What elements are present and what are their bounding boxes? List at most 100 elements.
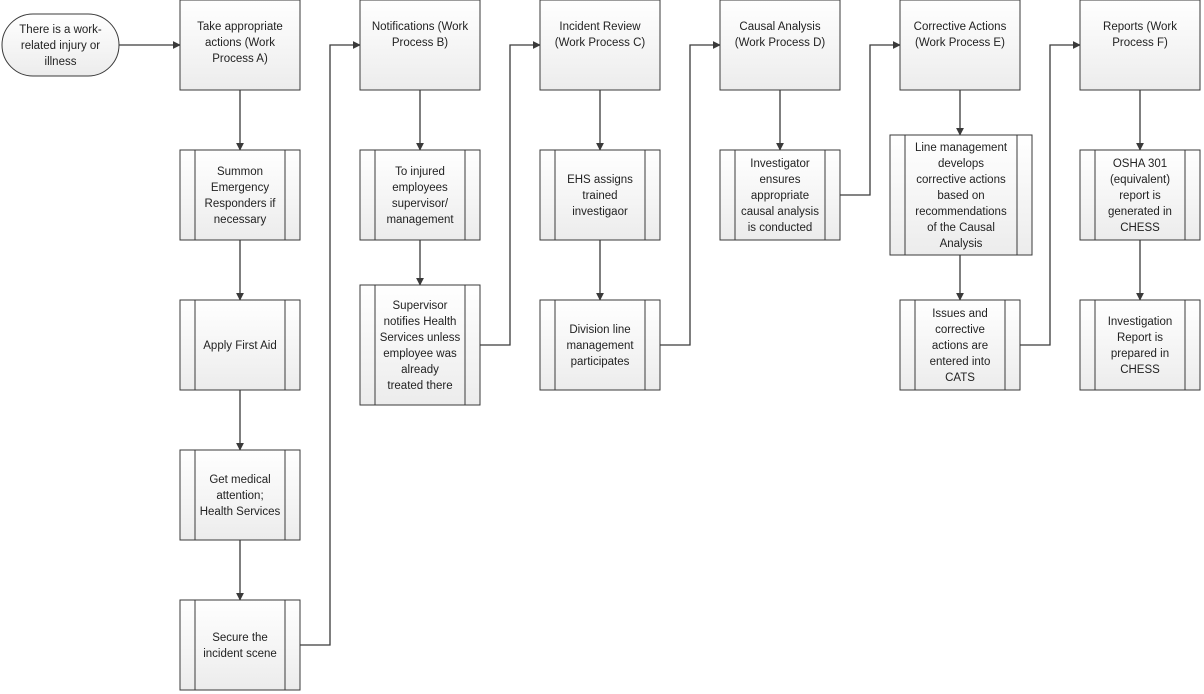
node-label-line: Line management — [915, 142, 1008, 154]
node-label-line: develops — [938, 158, 984, 170]
node-label-line: is conducted — [748, 222, 813, 234]
process-shape — [359, 149, 481, 241]
node-label-line: notifies Health — [384, 316, 457, 328]
node-label-line: of the Causal — [927, 222, 995, 234]
node-label-line: Apply First Aid — [203, 340, 277, 352]
process-shape — [179, 449, 301, 541]
node-label-line: CHESS — [1120, 222, 1160, 234]
node-label-line: Process B) — [392, 37, 448, 49]
node-label-line: investigaor — [572, 206, 628, 218]
node-label-line: employees — [392, 182, 448, 194]
node-label-line: Get medical — [209, 474, 270, 486]
process-shape — [1079, 149, 1201, 241]
terminator-shape — [1, 13, 120, 77]
node-e1: Line management develops corrective action… — [889, 134, 1033, 256]
process-shape — [359, 0, 481, 91]
node-label-line: Process A) — [212, 53, 268, 65]
node-label-line: prepared in — [1111, 348, 1169, 360]
arrow-b2-to-c0 — [480, 41, 541, 346]
node-label-line: management — [566, 340, 634, 352]
process-shape — [539, 149, 661, 241]
process-shape — [179, 149, 301, 241]
node-label-line: Incident Review — [559, 21, 641, 33]
node-label-line: causal analysis — [741, 206, 819, 218]
node-label-line: based on — [937, 190, 984, 202]
node-label-line: already — [401, 364, 439, 376]
node-label-line: generated in — [1108, 206, 1172, 218]
process-shape — [179, 0, 301, 91]
node-label-line: necessary — [214, 214, 267, 226]
node-label-line: Investigator — [750, 158, 810, 170]
process-shape — [539, 0, 661, 91]
node-label-line: report is — [1119, 190, 1161, 202]
node-label-line: treated there — [387, 380, 452, 392]
node-c0: Incident Review(Work Process C) — [539, 0, 661, 91]
node-label-line: Causal Analysis — [739, 21, 820, 33]
node-label-line: appropriate — [751, 190, 809, 202]
node-label-line: incident scene — [203, 648, 277, 660]
node-label-line: ensures — [760, 174, 801, 186]
node-label-line: Services unless — [380, 332, 461, 344]
process-shape — [179, 299, 301, 391]
node-a4: Secure the incident scene — [179, 599, 301, 691]
node-label-line: Secure the — [212, 632, 268, 644]
node-label-line: Issues and — [932, 308, 988, 320]
node-label-line: (Work Process D) — [735, 37, 826, 49]
arrow-d1-to-e0 — [840, 41, 901, 196]
node-label-line: EHS assigns — [567, 174, 633, 186]
process-shape — [719, 149, 841, 241]
node-label-line: Reports (Work — [1103, 21, 1177, 33]
node-label-line: corrective — [935, 324, 985, 336]
node-label-line: Responders if — [205, 198, 277, 210]
node-label-line: supervisor/ — [392, 198, 449, 210]
node-label-line: management — [386, 214, 454, 226]
process-shape — [539, 299, 661, 391]
node-label-line: Summon — [217, 166, 263, 178]
node-label-line: Analysis — [940, 238, 983, 250]
node-start: There is a work-related injury or illness — [1, 13, 120, 77]
process-shape — [1079, 0, 1201, 91]
node-label-line: Supervisor — [393, 300, 448, 312]
arrow-c2-to-d0 — [660, 41, 721, 346]
node-b1: To injured employees supervisor/management — [359, 149, 481, 241]
node-c2: Division line management participates — [539, 299, 661, 391]
node-label-line: actions are — [932, 340, 988, 352]
node-label-line: related injury or — [21, 40, 100, 52]
node-label-line: Process F) — [1112, 37, 1168, 49]
node-label-line: CATS — [945, 372, 975, 384]
node-label-line: illness — [45, 56, 77, 68]
node-label-line: OSHA 301 — [1113, 158, 1167, 170]
process-shape — [889, 134, 1033, 256]
process-shape — [899, 0, 1021, 91]
node-label-line: To injured — [395, 166, 445, 178]
connectors — [119, 41, 1144, 646]
node-label-line: Take appropriate — [197, 21, 283, 33]
node-label-line: corrective actions — [916, 174, 1006, 186]
process-shape — [179, 599, 301, 691]
node-label-line: (equivalent) — [1110, 174, 1170, 186]
node-label-line: Notifications (Work — [372, 21, 469, 33]
node-label-line: There is a work- — [19, 24, 102, 36]
node-label-line: Division line — [569, 324, 630, 336]
node-c1: EHS assigns trained investigaor — [539, 149, 661, 241]
node-label-line: actions (Work — [205, 37, 275, 49]
node-label-line: trained — [582, 190, 617, 202]
arrow-e2-to-f0 — [1020, 41, 1081, 346]
process-shape — [359, 284, 481, 406]
node-label-line: Health Services — [200, 506, 281, 518]
process-shape — [719, 0, 841, 91]
node-label-line: Investigation — [1108, 316, 1173, 328]
node-label-line: employee was — [383, 348, 457, 360]
node-label-line: Report is — [1117, 332, 1163, 344]
node-label-line: participates — [571, 356, 630, 368]
